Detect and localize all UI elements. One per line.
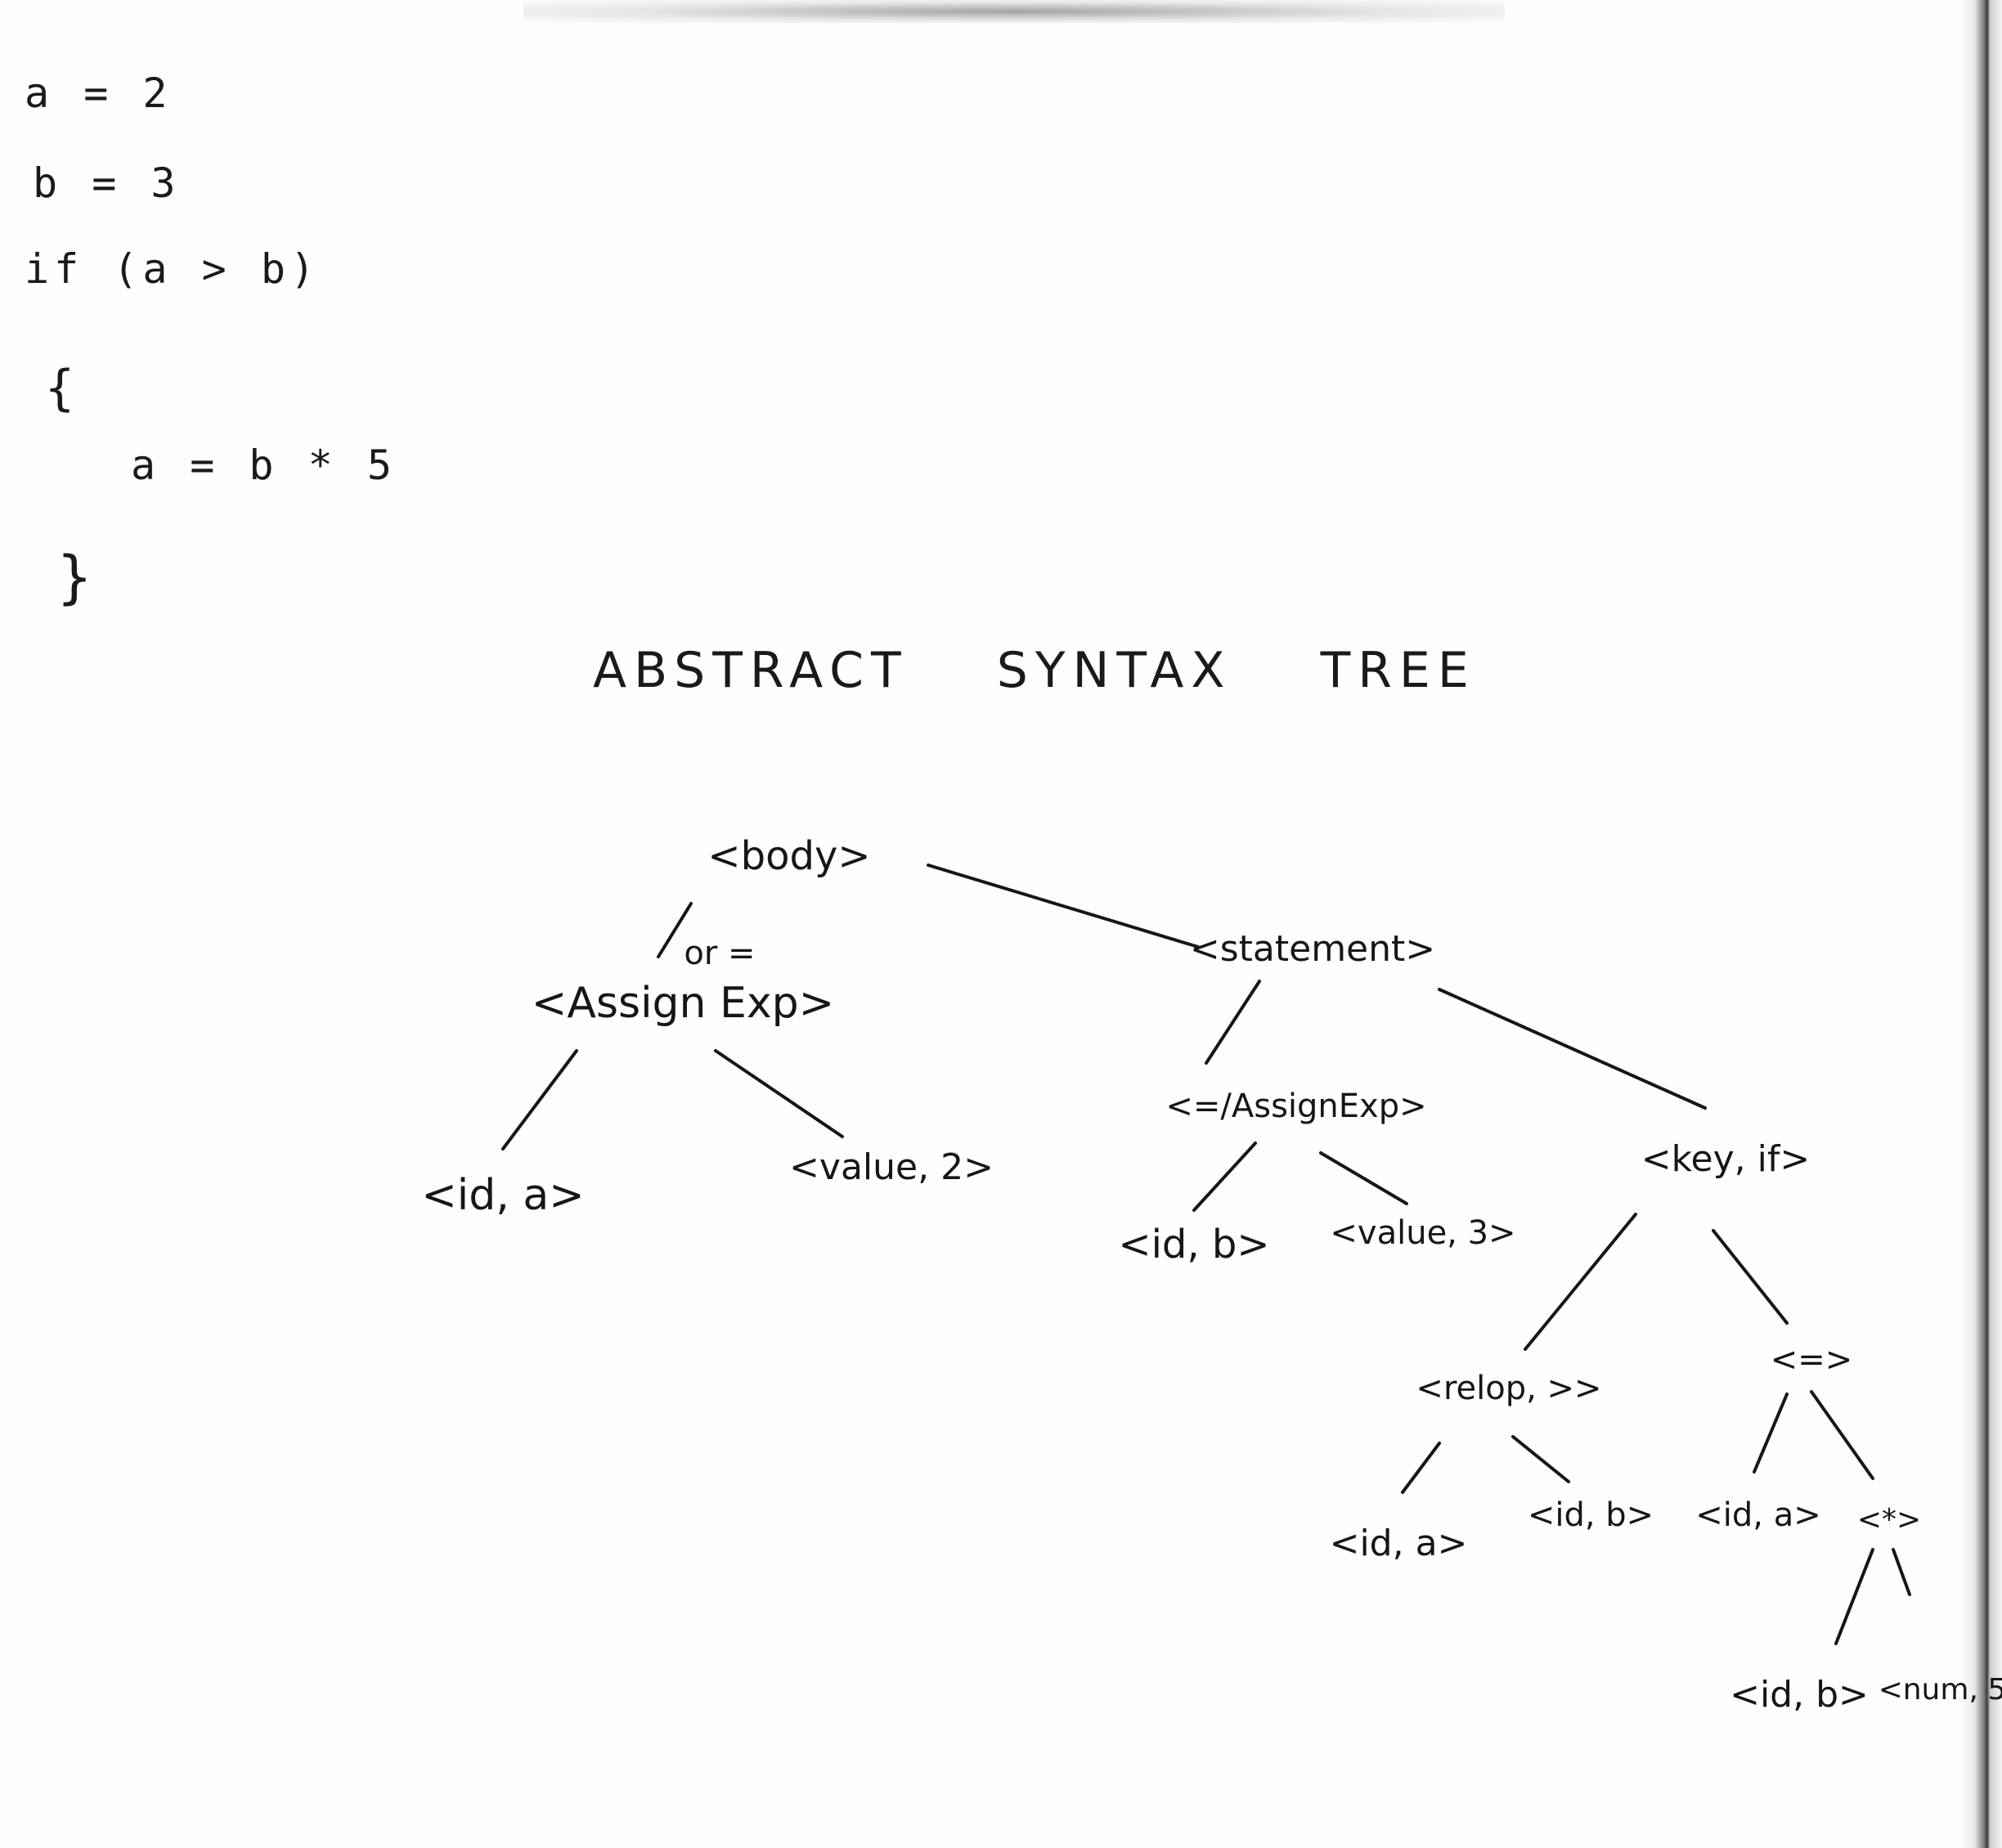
tree-edge-mul-to-num-5 [1892,1548,1911,1596]
tree-edge-body-to-assign1 [657,902,693,958]
tree-edge-assign2-to-id-b-1 [1192,1142,1257,1212]
tree-node-value-2: <value, 2> [789,1146,994,1188]
tree-node-statement: <statement> [1190,928,1435,970]
code-line: } [57,544,97,611]
tree-edges [501,863,1911,1645]
tree-node-assign1: <Assign Exp> [532,979,834,1028]
code-line: a = 2 [25,70,173,117]
code-line: a = b * 5 [131,442,397,489]
tree-node-mul: <*> [1857,1503,1921,1536]
tree-edge-key-if-to-relop [1524,1213,1637,1351]
tree-nodes: <body> or = <Assign Exp> <id, a> <value, 2> <… [421,833,2002,1716]
tree-node-relop: <relop, >> [1416,1370,1601,1407]
tree-node-op-eq: or = [684,935,755,972]
tree-edge-eq-to-id-a-3 [1753,1393,1789,1473]
tree-edge-assign1-to-id-a-1 [501,1049,578,1151]
tree-node-id-b-3: <id, b> [1730,1674,1869,1716]
top-shadow [523,0,1505,23]
page-edge [1963,0,2002,1848]
tree-edge-relop-to-id-b-2 [1511,1435,1570,1483]
tree-node-body: <body> [707,833,870,879]
tree-node-id-b-2: <id, b> [1528,1496,1654,1534]
tree-edge-eq-to-mul [1810,1390,1874,1480]
tree-edge-assign1-to-value-2 [714,1049,844,1138]
diagram-title: ABSTRACT SYNTAX TREE [593,642,1476,699]
tree-edge-statement-to-assign2 [1205,980,1261,1065]
tree-node-id-a-2: <id, a> [1330,1523,1468,1564]
tree-edge-key-if-to-eq [1712,1229,1789,1325]
tree-node-id-a-3: <id, a> [1695,1496,1820,1534]
code-line: if (a > b) [25,245,321,293]
tree-edge-statement-to-key-if [1438,988,1707,1110]
tree-edge-relop-to-id-a-2 [1401,1442,1441,1494]
tree-node-eq: <=> [1771,1341,1853,1379]
tree-edge-mul-to-id-b-3 [1834,1548,1874,1645]
tree-node-id-b-1: <id, b> [1118,1222,1269,1267]
tree-node-id-a-1: <id, a> [421,1171,585,1220]
tree-edge-assign2-to-value-3 [1319,1151,1408,1205]
tree-node-value-3: <value, 3> [1330,1214,1515,1252]
code-line: b = 3 [33,159,181,207]
tree-edge-body-to-statement [927,863,1200,949]
tree-node-assign2: <=/AssignExp> [1165,1088,1426,1125]
code-line: { [45,360,80,417]
tree-node-num-5: <num, 5> [1879,1673,2002,1707]
tree-node-key-if: <key, if> [1641,1138,1810,1180]
